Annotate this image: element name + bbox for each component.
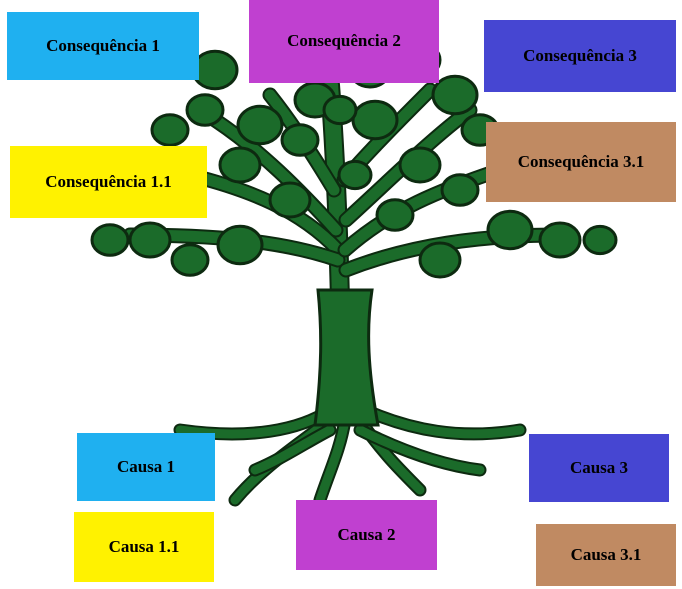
consequence-3-box: Consequência 3 xyxy=(484,20,676,92)
tree-leaf xyxy=(90,223,130,257)
tree-branch xyxy=(339,164,506,256)
tree-leaf xyxy=(185,93,225,127)
tree-leaf xyxy=(582,224,618,256)
consequence-3-label: Consequência 3 xyxy=(523,45,637,65)
tree-leaf xyxy=(337,159,373,191)
consequence-1-1-label: Consequência 1.1 xyxy=(45,171,172,191)
tree-leaf xyxy=(150,113,190,147)
cause-1-1-box: Causa 1.1 xyxy=(74,512,214,582)
tree-leaf xyxy=(216,224,264,266)
consequence-1-1-box: Consequência 1.1 xyxy=(10,146,207,218)
tree-leaf xyxy=(486,209,534,251)
tree-leaf xyxy=(440,173,480,207)
consequence-1-label: Consequência 1 xyxy=(46,35,160,55)
cause-1-box: Causa 1 xyxy=(77,433,215,501)
tree-leaf xyxy=(322,94,358,126)
tree-root xyxy=(315,415,350,505)
tree-leaf xyxy=(280,123,320,157)
tree-leaf xyxy=(418,241,462,279)
tree-leaf xyxy=(236,104,284,146)
cause-2-label: Causa 2 xyxy=(337,524,396,544)
tree-leaf xyxy=(128,221,172,259)
consequence-3-1-label: Consequência 3.1 xyxy=(517,151,645,171)
tree-leaf xyxy=(218,146,262,184)
consequence-1-box: Consequência 1 xyxy=(7,12,199,80)
tree-trunk xyxy=(313,288,380,427)
tree-leaf xyxy=(170,243,210,277)
tree-leaf xyxy=(375,198,415,232)
cause-3-1-box: Causa 3.1 xyxy=(536,524,676,586)
tree-branch xyxy=(209,114,342,236)
cause-1-1-label: Causa 1.1 xyxy=(108,536,180,556)
cause-3-label: Causa 3 xyxy=(569,457,629,477)
tree-leaf xyxy=(268,181,312,219)
tree-leaf xyxy=(351,99,399,141)
tree-root xyxy=(250,425,335,475)
tree-leaf xyxy=(431,74,479,116)
tree-leaf xyxy=(398,146,442,184)
tree-leaf xyxy=(538,221,582,259)
cause-3-1-label: Causa 3.1 xyxy=(570,544,642,564)
tree-root xyxy=(355,425,485,475)
tree-root xyxy=(360,405,525,439)
consequence-2-label: Consequência 2 xyxy=(287,31,401,51)
consequence-3-1-box: Consequência 3.1 xyxy=(486,122,676,202)
consequence-2-box: Consequência 2 xyxy=(249,0,439,83)
cause-1-label: Causa 1 xyxy=(116,456,176,476)
tree-leaf xyxy=(191,49,239,91)
cause-2-box: Causa 2 xyxy=(296,500,437,570)
cause-3-box: Causa 3 xyxy=(529,434,669,502)
